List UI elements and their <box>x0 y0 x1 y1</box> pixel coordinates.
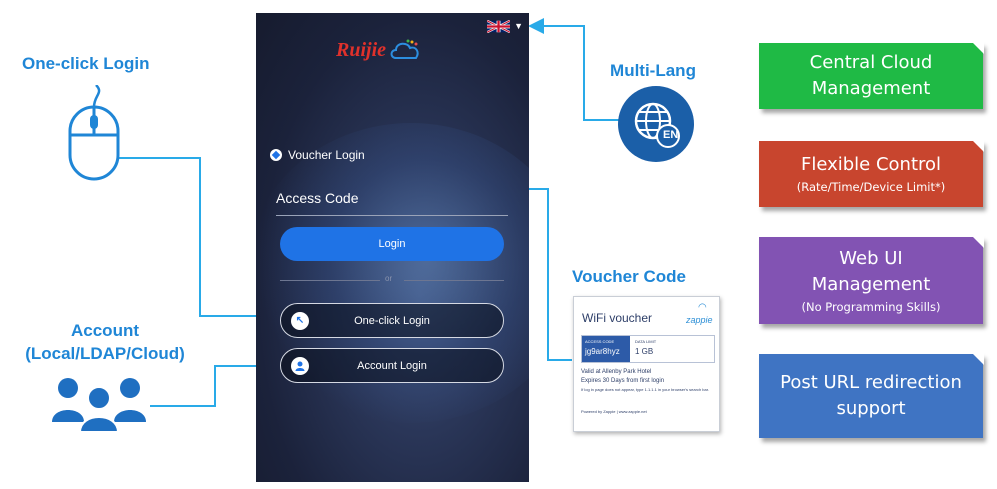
account-login-button-label: Account Login <box>357 359 427 372</box>
data-limit-value: 1 GB <box>635 347 654 356</box>
feature-title: Flexible Control <box>800 154 942 175</box>
access-code-placeholder: Access Code <box>276 190 359 206</box>
one-click-login-button-label: One-click Login <box>354 314 430 327</box>
hint-text: If log in page does not appear, type 1.1… <box>581 387 709 392</box>
feature-title: Central Cloud Management <box>809 52 933 99</box>
data-limit-label: DATA LIMIT <box>635 339 657 344</box>
feature-web-ui: Web UI Management (No Programming Skills… <box>759 236 984 324</box>
chevron-down-icon: ▼ <box>514 21 523 31</box>
language-selector[interactable]: ▼ <box>487 19 523 33</box>
feature-central-cloud: Central Cloud Management <box>759 42 984 109</box>
or-divider: or <box>280 274 504 285</box>
one-click-login-button[interactable]: ↖ One-click Login <box>280 303 504 338</box>
account-label: Account <box>71 321 139 340</box>
brand-logo: Ruijie <box>336 35 446 65</box>
powered-text: Powered by Zappie | www.zappie.net <box>581 409 647 414</box>
globe-en-icon: EN <box>618 86 694 162</box>
feature-flexible-control: Flexible Control (Rate/Time/Device Limit… <box>759 140 984 207</box>
cloud-icon <box>390 39 419 59</box>
feature-subtitle: (No Programming Skills) <box>801 299 941 314</box>
access-code-value: jg9ar8hyz <box>585 347 620 356</box>
login-button[interactable]: Login <box>280 227 504 261</box>
globe-icon <box>634 102 680 148</box>
account-sub-label: (Local/LDAP/Cloud) <box>25 344 185 363</box>
access-code-input[interactable]: Access Code <box>276 185 508 216</box>
account-login-button[interactable]: Account Login <box>280 348 504 383</box>
mouse-icon <box>68 85 120 181</box>
login-button-label: Login <box>378 238 406 250</box>
uk-flag-icon <box>487 19 511 33</box>
multilang-connector <box>528 18 622 121</box>
one-click-connector <box>118 157 288 324</box>
wifi-icon: ◠ <box>698 302 707 313</box>
en-badge-text: EN <box>663 129 679 141</box>
access-code-label: ACCESS CODE <box>585 339 615 344</box>
feature-title: Post URL redirection support <box>780 372 962 419</box>
brand-logo-text: Ruijie <box>336 38 387 61</box>
voucher-login-heading: Voucher Login <box>270 148 365 162</box>
voucher-code-label: Voucher Code <box>572 267 686 286</box>
multi-lang-label: Multi-Lang <box>610 61 696 80</box>
one-click-login-label: One-click Login <box>22 54 150 73</box>
feature-title: Web UI Management <box>811 247 931 295</box>
valid-at-text: Valid at Allenby Park Hotel <box>581 369 652 375</box>
feature-post-url: Post URL redirection support <box>759 353 984 438</box>
voucher-details-box: ACCESS CODE jg9ar8hyz DATA LIMIT 1 GB <box>581 335 715 363</box>
voucher-card: WiFi voucher ◠ zappie ACCESS CODE jg9ar8… <box>573 296 720 432</box>
voucher-card-brand: zappie <box>686 315 713 325</box>
one-click-icon: ↖ <box>291 311 309 330</box>
voucher-badge-icon <box>270 149 282 161</box>
feature-subtitle: (Rate/Time/Device Limit*) <box>796 180 946 194</box>
voucher-card-title: WiFi voucher <box>582 311 653 325</box>
users-group-icon <box>52 378 146 432</box>
expires-text: Expires 30 Days from first login <box>581 378 665 384</box>
user-icon <box>291 356 309 375</box>
account-connector <box>150 358 280 407</box>
or-text: or <box>385 274 393 283</box>
phone-screen: ▼ Ruijie Voucher Login Access Code Login… <box>256 13 529 482</box>
voucher-login-title: Voucher Login <box>288 148 365 162</box>
